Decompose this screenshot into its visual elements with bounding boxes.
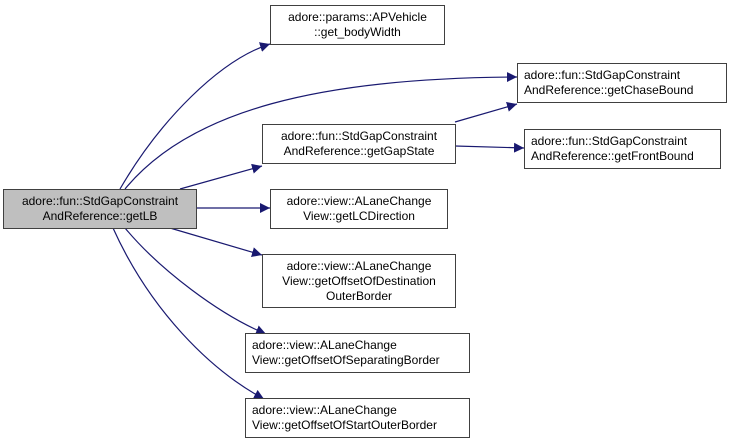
node-line: adore::view::ALaneChange (286, 258, 432, 273)
node-getlcdirection[interactable]: adore::view::ALaneChange View::getLCDire… (270, 189, 448, 229)
node-line: AndReference::getGapState (283, 144, 435, 158)
node-getgapstate[interactable]: adore::fun::StdGapConstraint AndReferenc… (262, 124, 456, 164)
node-line: View::getLCDirection (303, 209, 415, 223)
node-line: adore::fun::StdGapConstraint (531, 134, 688, 148)
node-line: adore::fun::StdGapConstraint (21, 194, 179, 208)
node-line: adore::view::ALaneChange (286, 194, 432, 208)
edge-root-to-bodywidth (119, 42, 271, 190)
node-line: adore::params::APVehicle (288, 10, 427, 24)
node-line: adore::view::ALaneChange (252, 338, 397, 352)
node-getchasebound[interactable]: adore::fun::StdGapConstraint AndReferenc… (517, 63, 727, 103)
edge-gapstate-to-chasebound (454, 101, 518, 123)
node-line: AndReference::getFrontBound (531, 149, 694, 163)
node-getlb[interactable]: adore::fun::StdGapConstraint AndReferenc… (3, 189, 197, 229)
node-getoffsetofdestinationouterborder[interactable]: adore::view::ALaneChange View::getOffset… (262, 254, 456, 308)
node-line: View::getOffsetOfStartOuterBorder (252, 418, 437, 432)
node-line: View::getOffsetOfDestination (282, 273, 436, 288)
node-line: adore::fun::StdGapConstraint (280, 129, 438, 143)
node-line: AndReference::getChaseBound (524, 83, 694, 97)
edge-root-to-chasebound (124, 72, 518, 190)
node-get-bodywidth[interactable]: adore::params::APVehicle ::get_bodyWidth (270, 5, 445, 45)
edge-root-to-gapstate (179, 163, 263, 190)
edge-root-to-startouter (112, 227, 265, 400)
node-line: View::getOffsetOfSeparatingBorder (252, 353, 440, 367)
node-line: OuterBorder (325, 288, 393, 303)
node-getfrontbound[interactable]: adore::fun::StdGapConstraint AndReferenc… (524, 129, 721, 169)
node-line: AndReference::getLB (42, 209, 158, 223)
node-getoffsetofstartouterborder[interactable]: adore::view::ALaneChange View::getOffset… (245, 398, 470, 438)
node-line: ::get_bodyWidth (314, 25, 401, 39)
edge-root-to-sepborder (124, 227, 267, 335)
node-line: adore::fun::StdGapConstraint (524, 68, 681, 82)
edge-root-to-destouter (169, 227, 263, 257)
node-line: adore::view::ALaneChange (252, 403, 397, 417)
edge-gapstate-to-frontbound (454, 142, 525, 153)
node-getoffsetofseparatingborder[interactable]: adore::view::ALaneChange View::getOffset… (245, 333, 470, 373)
